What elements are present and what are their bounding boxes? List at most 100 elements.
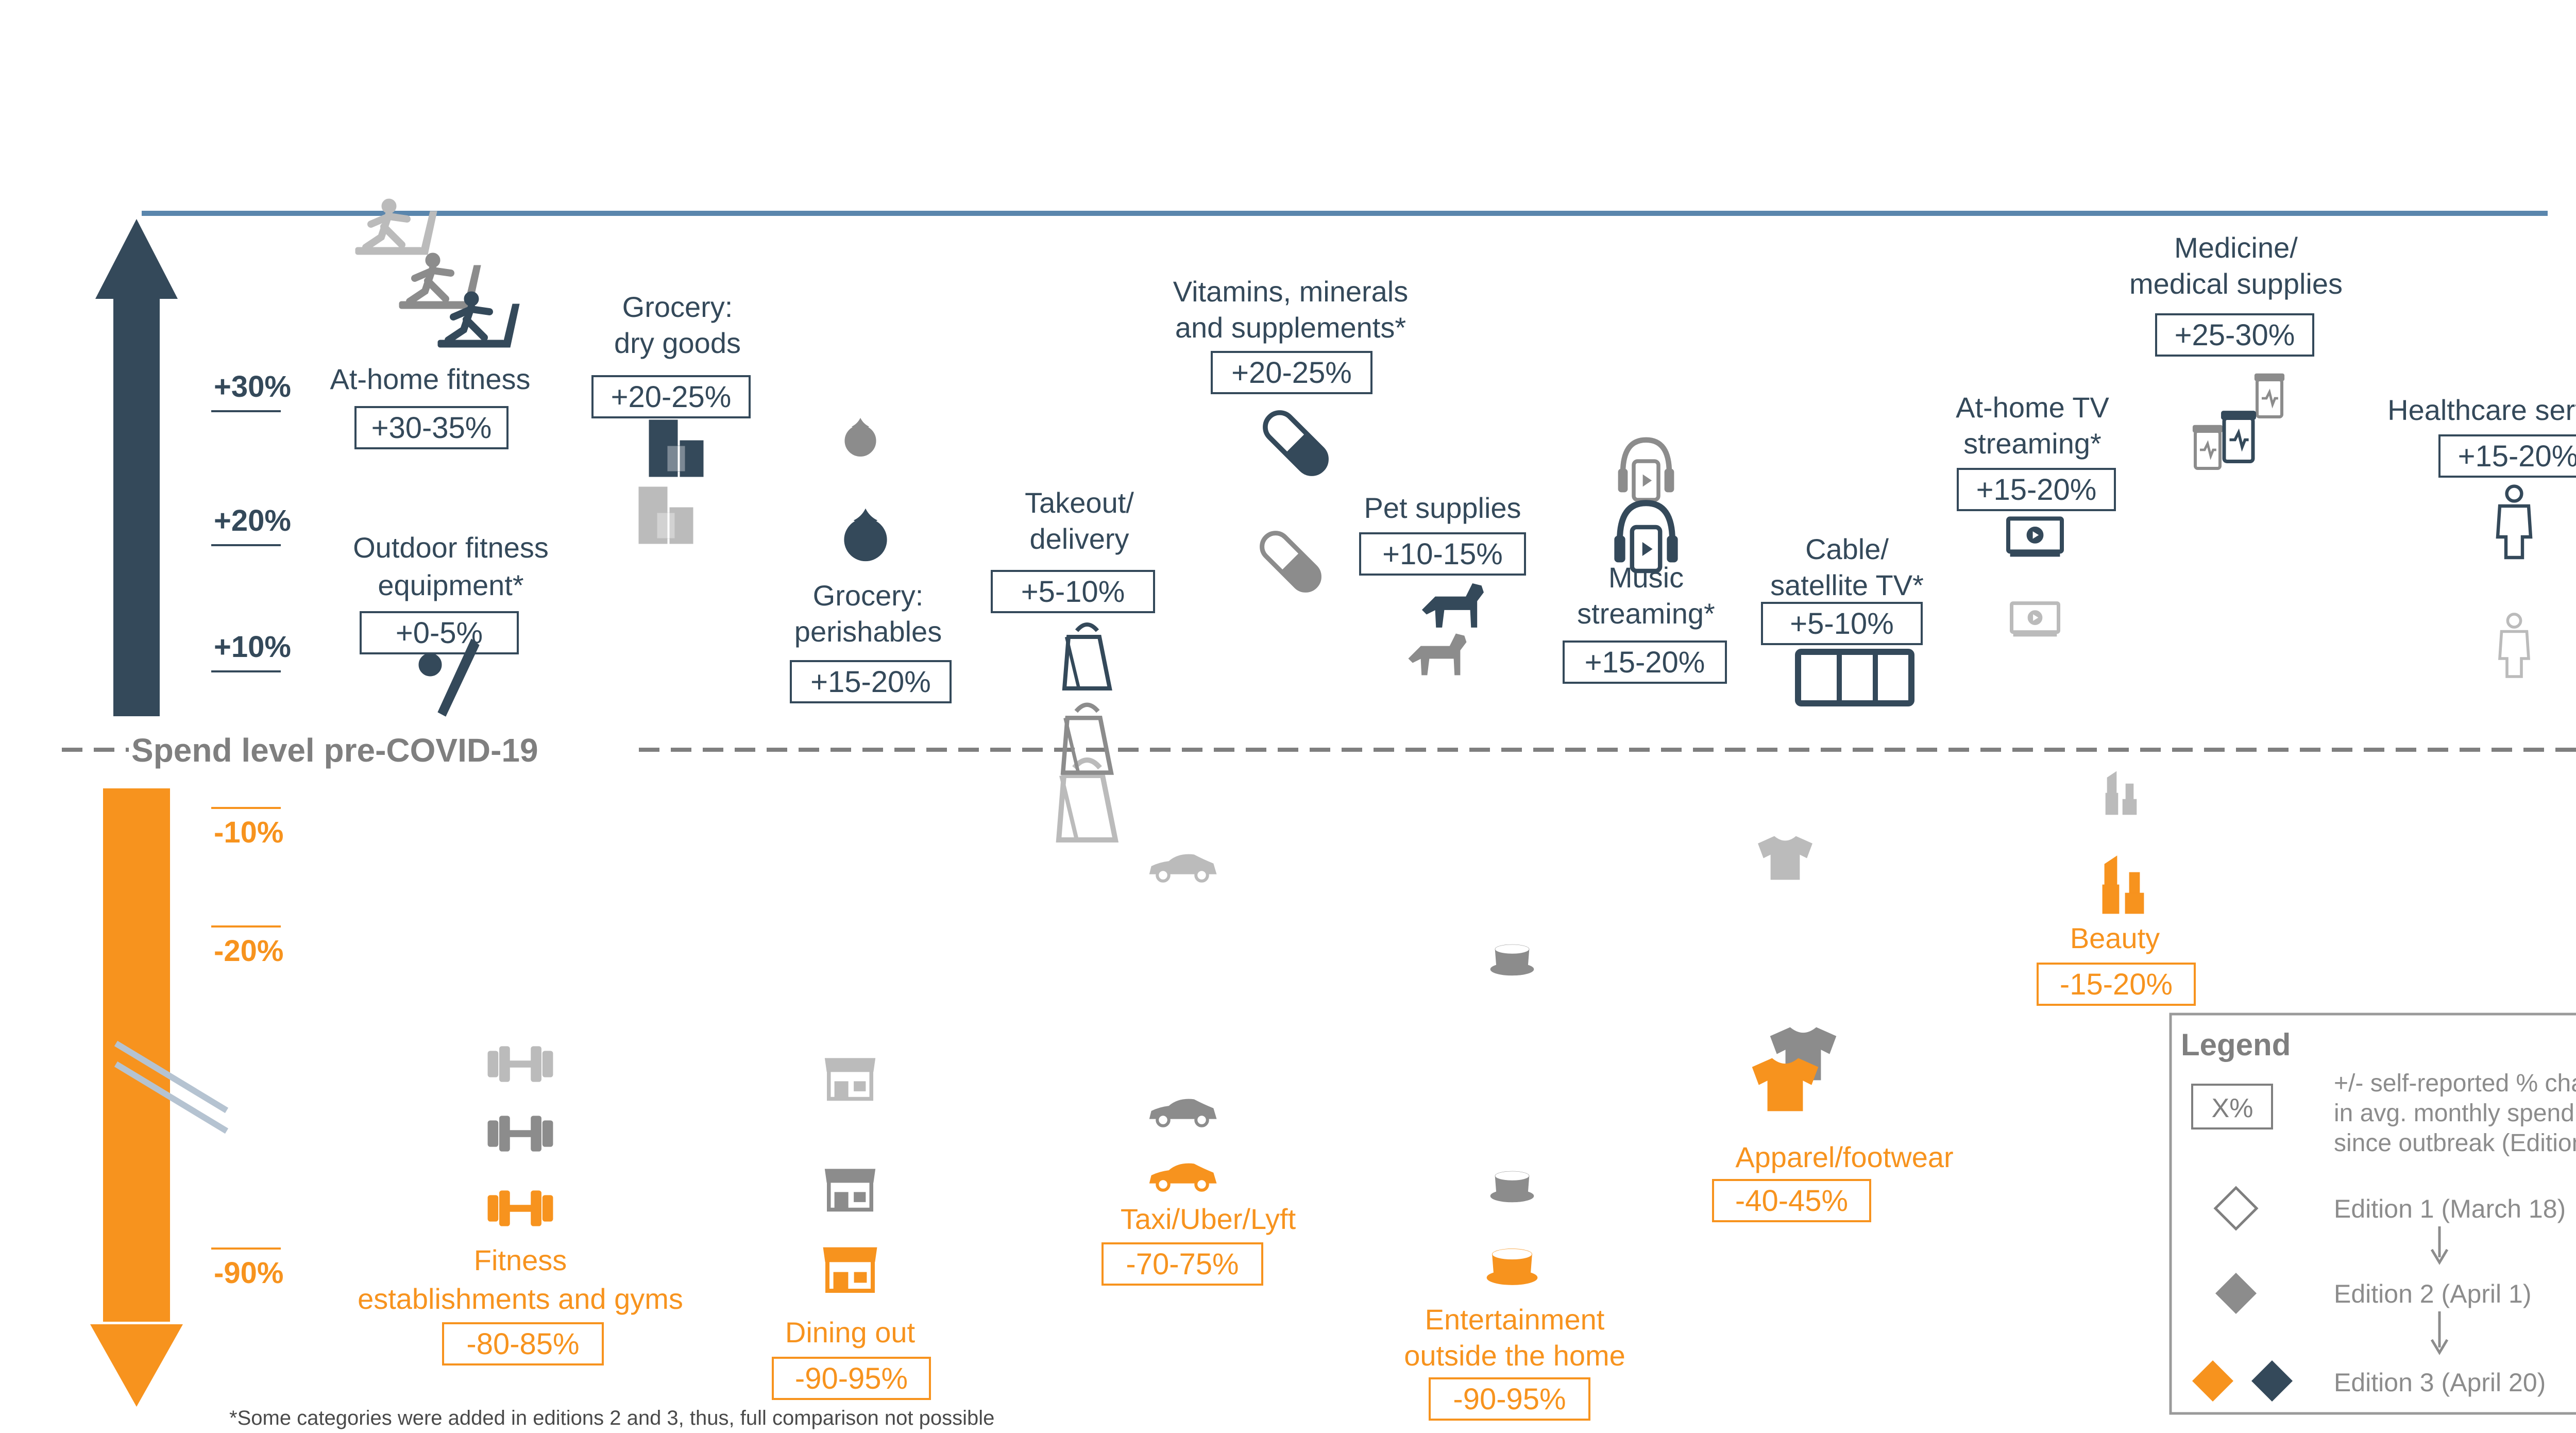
car-icon (1149, 1099, 1216, 1126)
dog-icon (1408, 633, 1467, 676)
change-value: -90-95% (1453, 1383, 1566, 1416)
category-label: establishments and gyms (358, 1283, 683, 1315)
monitor-play-icon (2008, 518, 2062, 557)
change-value: -70-75% (1126, 1247, 1239, 1281)
dumbbell-icon (487, 1190, 553, 1226)
legend-edition-label: Edition 1 (March 18) (2334, 1194, 2566, 1223)
doctor-icon (2498, 486, 2531, 558)
legend-edition-label: Edition 3 (April 20) (2334, 1368, 2546, 1397)
stadium-icon (1490, 1171, 1534, 1203)
change-value: +15-20% (1585, 646, 1705, 679)
medicine-bottle-icon (2193, 425, 2223, 468)
change-value: +15-20% (2458, 440, 2576, 473)
axis-break-mark (114, 1061, 229, 1134)
category-label: equipment* (378, 569, 523, 601)
stadium-icon (1486, 1249, 1538, 1285)
category-label: streaming* (1577, 597, 1715, 630)
baseline-label: Spend level pre-COVID-19 (131, 732, 538, 769)
dumbbell-icon (487, 1046, 553, 1082)
change-value: +0-5% (396, 616, 483, 650)
doctor-icon (2500, 614, 2529, 677)
footnote: *Some categories were added in editions … (229, 1407, 994, 1429)
shirt-icon (1752, 1058, 1819, 1111)
category-label: satellite TV* (1770, 569, 1924, 601)
change-value: -40-45% (1735, 1184, 1848, 1218)
legend-diamond-edition1 (2213, 1186, 2259, 1231)
change-value: +15-20% (1976, 473, 2097, 507)
category-label: Entertainment (1425, 1303, 1605, 1336)
category-label: Takeout/ (1025, 486, 1134, 519)
change-box (591, 375, 751, 418)
category-label: streaming* (1963, 427, 2102, 460)
dumbbell-icon (487, 1116, 553, 1152)
category-label: Fitness (474, 1244, 567, 1276)
change-value: +15-20% (810, 665, 931, 699)
legend-arrow (2430, 1311, 2449, 1355)
change-box (1429, 1377, 1590, 1421)
medicine-bottle-icon (2221, 411, 2256, 462)
dry-goods-icon (638, 486, 693, 544)
change-box (360, 611, 519, 654)
category-label: Cable/ (1805, 533, 1889, 565)
legend-edition-label: Edition 2 (April 1) (2334, 1279, 2532, 1308)
treadmill-icon (438, 292, 519, 347)
takeout-bag-icon (1064, 625, 1110, 688)
pill-icon (1259, 407, 1332, 479)
change-value: +20-25% (1231, 356, 1352, 390)
category-label: Healthcare services (2387, 394, 2576, 426)
change-value: -80-85% (466, 1327, 579, 1361)
legend-box-sample-text: X% (2212, 1093, 2253, 1123)
change-box (1101, 1242, 1263, 1286)
headphones-icon (1618, 440, 1674, 500)
pill-icon (1257, 528, 1325, 596)
legend-description: since outbreak (Edition 3) (2334, 1129, 2576, 1157)
down-arrow-head (90, 1324, 183, 1407)
legend-description: in avg. monthly spending (2334, 1100, 2576, 1127)
category-label: outside the home (1404, 1339, 1625, 1372)
medicine-bottle-icon (2255, 374, 2284, 417)
dog-icon (1422, 583, 1484, 628)
change-value: +20-25% (611, 380, 732, 414)
treadmill-icon (355, 199, 437, 255)
change-box (2037, 963, 2196, 1006)
car-icon (1149, 1164, 1216, 1190)
change-box (1957, 468, 2116, 511)
bat-ball-icon (418, 638, 480, 717)
category-label: Pet supplies (1364, 492, 1521, 524)
legend-frame (2169, 1013, 2576, 1415)
change-box (1712, 1179, 1871, 1222)
category-label: Grocery: (622, 291, 733, 323)
legend-arrow (2430, 1226, 2449, 1265)
category-label: and supplements* (1175, 311, 1406, 344)
change-box (991, 570, 1155, 613)
category-label: dry goods (614, 327, 741, 359)
change-value: +10-15% (1382, 537, 1503, 571)
category-label: Taxi/Uber/Lyft (1121, 1203, 1296, 1235)
up-arrow (95, 219, 178, 716)
category-label: Grocery: (813, 579, 924, 612)
change-box (442, 1322, 604, 1365)
category-label: delivery (1030, 522, 1129, 555)
category-label: Dining out (785, 1316, 916, 1348)
category-label: At-home fitness (330, 363, 530, 395)
monitor-play-icon (2012, 603, 2059, 636)
axis-break-mark (114, 1040, 229, 1114)
tomato-icon (844, 418, 876, 457)
category-label: Beauty (2070, 922, 2160, 954)
change-box (354, 406, 509, 449)
change-box (2438, 434, 2576, 478)
shirt-icon (1758, 836, 1812, 880)
category-label: Medicine/ (2174, 231, 2298, 264)
change-box (1563, 640, 1727, 684)
category-label: Apparel/footwear (1735, 1141, 1953, 1173)
change-value: +30-35% (371, 411, 492, 445)
category-label: perishables (794, 615, 942, 648)
legend-description: +/- self-reported % change (2334, 1070, 2576, 1097)
tv-icon (1798, 652, 1911, 703)
change-value: +5-10% (1021, 575, 1125, 609)
legend-box-sample (2191, 1084, 2273, 1129)
scale-label-up: +30% (214, 370, 291, 403)
change-box (772, 1357, 931, 1400)
category-label: medical supplies (2129, 267, 2343, 300)
change-value: -90-95% (795, 1362, 908, 1395)
